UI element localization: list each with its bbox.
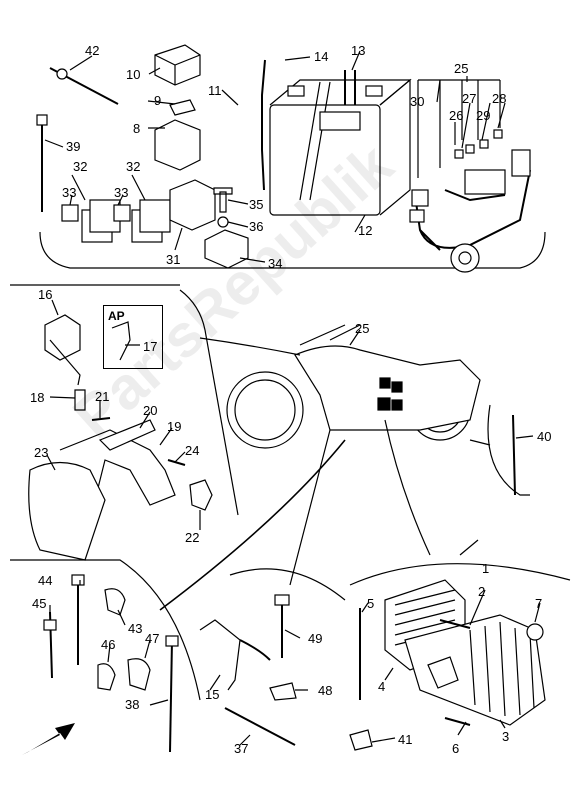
cable-tie-37 — [224, 707, 296, 746]
callout-13: 13 — [351, 43, 366, 58]
callout-8: 8 — [133, 121, 141, 136]
direction-arrow-icon — [22, 723, 75, 755]
switch-16-drawing — [44, 314, 81, 361]
motorcycle-drawing — [226, 324, 481, 449]
callout-34: 34 — [268, 256, 283, 271]
callout-10: 10 — [126, 67, 141, 82]
callout-9: 9 — [154, 93, 162, 108]
ap-inset-box: AP — [103, 305, 163, 369]
flasher-drawing — [169, 179, 216, 231]
callout-38: 38 — [125, 697, 140, 712]
callout-20: 20 — [143, 403, 158, 418]
callout-1: 1 — [482, 561, 490, 576]
callout-35: 35 — [249, 197, 264, 212]
callout-33a: 33 — [62, 185, 77, 200]
callout-27: 27 — [462, 91, 477, 106]
callout-31: 31 — [166, 252, 181, 267]
top-group-frame — [39, 231, 546, 269]
leader-40 — [469, 439, 491, 446]
callout-6: 6 — [452, 741, 460, 756]
callout-30: 30 — [410, 94, 425, 109]
callout-22: 22 — [185, 530, 200, 545]
callout-39: 39 — [66, 139, 81, 154]
callout-15: 15 — [205, 687, 220, 702]
ap-label: AP — [108, 309, 125, 323]
sensor-15-drawing — [199, 619, 241, 691]
callout-14: 14 — [314, 49, 329, 64]
callout-47: 47 — [145, 631, 160, 646]
callout-11: 11 — [208, 83, 222, 98]
callout-44: 44 — [38, 573, 53, 588]
callout-28: 28 — [492, 91, 507, 106]
callout-2: 2 — [478, 584, 486, 599]
cable-tie-40 — [512, 414, 516, 496]
relay-drawing — [154, 44, 201, 171]
cover-23-drawing — [28, 461, 106, 561]
callout-17: 17 — [143, 339, 158, 354]
callout-5: 5 — [367, 596, 375, 611]
callout-37: 37 — [234, 741, 249, 756]
callout-33b: 33 — [114, 185, 129, 200]
lead-14 — [261, 59, 266, 191]
callout-29: 29 — [476, 108, 491, 123]
callout-49: 49 — [308, 631, 323, 646]
callout-41: 41 — [398, 732, 413, 747]
callout-16: 16 — [38, 287, 53, 302]
callout-48: 48 — [318, 683, 333, 698]
callout-45: 45 — [32, 596, 47, 611]
callout-12: 12 — [358, 223, 373, 238]
callout-32b: 32 — [126, 159, 141, 174]
bracket-34-drawing — [204, 229, 249, 269]
callout-19: 19 — [167, 419, 182, 434]
leader-left — [199, 337, 301, 356]
callout-46: 46 — [101, 637, 116, 652]
callout-36: 36 — [249, 219, 264, 234]
callout-24: 24 — [185, 443, 200, 458]
callout-25a: 25 — [454, 61, 469, 76]
regulator-cover-drawing — [404, 614, 546, 726]
callout-25b: 25 — [355, 321, 370, 336]
battery-drawing — [269, 70, 412, 216]
callout-18: 18 — [30, 390, 45, 405]
callout-42: 42 — [85, 43, 100, 58]
callout-40: 40 — [537, 429, 552, 444]
callout-7: 7 — [535, 596, 543, 611]
leader-right — [384, 419, 431, 556]
cable-tie-38 — [169, 639, 173, 753]
relay-33-drawing — [61, 199, 171, 243]
callout-26: 26 — [449, 108, 464, 123]
callout-43: 43 — [128, 621, 143, 636]
leader-low — [289, 429, 331, 586]
callout-4: 4 — [378, 679, 386, 694]
leader-mid — [159, 439, 346, 611]
callout-3: 3 — [502, 729, 510, 744]
callout-32a: 32 — [73, 159, 88, 174]
callout-23: 23 — [34, 445, 49, 460]
callout-21: 21 — [95, 389, 110, 404]
